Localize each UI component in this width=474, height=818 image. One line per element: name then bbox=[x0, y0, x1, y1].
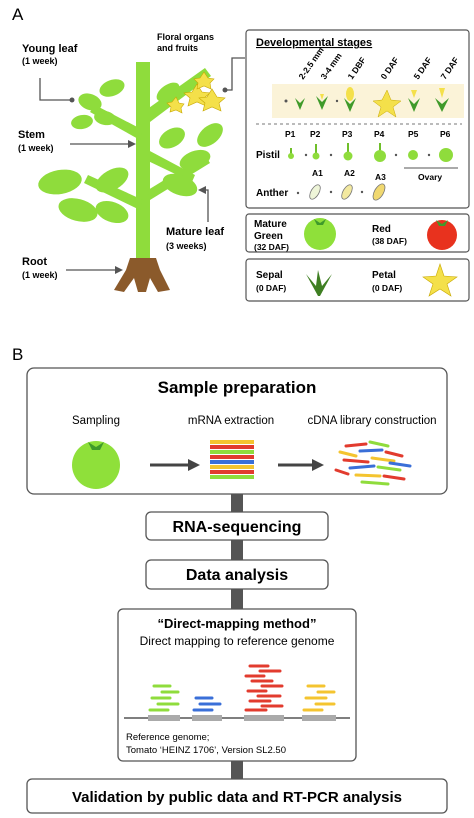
petal-image bbox=[422, 263, 458, 297]
mapping-illustration bbox=[124, 664, 350, 721]
rna-sequencing-box bbox=[145, 511, 329, 541]
pistil-p1: P1 bbox=[285, 129, 296, 139]
validation-box bbox=[26, 778, 448, 814]
bud-stage-images bbox=[284, 87, 449, 118]
rna-sequencing-label: RNA-sequencing bbox=[173, 519, 302, 536]
pistil-images bbox=[288, 143, 453, 162]
floral-connector bbox=[225, 57, 245, 91]
pistil-p4: P4 bbox=[374, 129, 385, 139]
petal-age-label: (0 DAF) bbox=[372, 283, 402, 293]
direct-mapping-box bbox=[117, 608, 357, 762]
plant-illustration bbox=[38, 62, 226, 292]
arrow-1 bbox=[150, 459, 200, 471]
fruits-box bbox=[245, 213, 470, 253]
label-root: Root bbox=[22, 256, 47, 268]
anther-a2: A2 bbox=[344, 168, 355, 178]
step-cdna-library: cDNA library construction bbox=[307, 415, 436, 427]
petal-label: Petal bbox=[372, 270, 396, 281]
step-sampling: Sampling bbox=[72, 415, 120, 427]
red-tomato-image bbox=[427, 220, 457, 250]
mrna-bands-image bbox=[210, 440, 254, 479]
panel-b-letter: B bbox=[12, 345, 23, 364]
label-stem: Stem bbox=[18, 129, 45, 141]
reference-genome-line1: Reference genome; bbox=[126, 732, 209, 743]
developmental-stages-box bbox=[245, 29, 470, 209]
label-root-age: (1 week) bbox=[22, 270, 58, 280]
anther-stage-labels: A1 A2 A3 bbox=[312, 168, 386, 182]
young-leaf-connector bbox=[39, 78, 70, 101]
red-label-1: Red bbox=[372, 224, 391, 235]
anther-a1: A1 bbox=[312, 168, 323, 178]
mature-leaf bbox=[38, 123, 223, 224]
pistil-p6: P6 bbox=[440, 129, 451, 139]
panel-a-letter: A bbox=[12, 5, 24, 24]
data-analysis-label: Data analysis bbox=[186, 567, 288, 584]
mature-leaf-connector bbox=[205, 189, 209, 222]
label-mature-leaf: Mature leaf bbox=[166, 226, 224, 238]
sepal-age-label: (0 DAF) bbox=[256, 283, 286, 293]
anther-label: Anther bbox=[256, 188, 288, 199]
flower-cluster bbox=[166, 71, 226, 114]
green-tomato-image bbox=[304, 218, 336, 250]
label-and-fruits: and fruits bbox=[157, 43, 198, 53]
step-mrna-extraction: mRNA extraction bbox=[188, 415, 274, 427]
pistil-p3: P3 bbox=[342, 129, 353, 139]
red-label-2: (38 DAF) bbox=[372, 236, 407, 246]
label-floral-organs: Floral organs bbox=[157, 32, 214, 42]
anther-a3: A3 bbox=[375, 172, 386, 182]
pistil-stage-labels: P1 P2 P3 P4 P5 P6 bbox=[285, 129, 451, 139]
direct-mapping-title: “Direct-mapping method” bbox=[158, 616, 317, 631]
mature-green-label-1: Mature bbox=[254, 219, 287, 230]
pistil-p5: P5 bbox=[408, 129, 419, 139]
sample-preparation-title: Sample preparation bbox=[158, 378, 317, 397]
root-system bbox=[114, 258, 170, 292]
connector-3 bbox=[231, 589, 243, 609]
young-leaf bbox=[71, 79, 180, 130]
sampling-tomato-image bbox=[72, 441, 120, 489]
root-arrowhead bbox=[115, 266, 123, 274]
young-leaf-connector-dot bbox=[69, 97, 75, 103]
sepal-image bbox=[306, 270, 332, 296]
connector-4 bbox=[231, 761, 243, 779]
cdna-fragments-image bbox=[334, 440, 412, 486]
bud-stage-band bbox=[272, 84, 464, 118]
direct-mapping-subtitle: Direct mapping to reference genome bbox=[140, 634, 335, 648]
arrow-2 bbox=[278, 459, 324, 471]
sample-preparation-box bbox=[26, 367, 448, 495]
mature-leaf-arrowhead bbox=[198, 186, 206, 194]
connector-2 bbox=[231, 540, 243, 560]
connector-1 bbox=[231, 494, 243, 512]
reference-genome-line2: Tomato ‘HEINZ 1706’, Version SL2.50 bbox=[126, 745, 286, 756]
developmental-stages-title: Developmental stages bbox=[256, 37, 372, 49]
pistil-label: Pistil bbox=[256, 150, 280, 161]
ovary-label: Ovary bbox=[418, 172, 442, 182]
mature-green-label-2: Green bbox=[254, 231, 283, 242]
anther-images bbox=[296, 183, 386, 201]
label-young-leaf-age: (1 week) bbox=[22, 56, 58, 66]
validation-label: Validation by public data and RT-PCR ana… bbox=[72, 789, 402, 806]
sepal-petal-box bbox=[245, 258, 470, 302]
label-young-leaf: Young leaf bbox=[22, 43, 78, 55]
data-analysis-box bbox=[145, 559, 329, 590]
pistil-p2: P2 bbox=[310, 129, 321, 139]
floral-connector-dot bbox=[222, 87, 228, 93]
stem-arrowhead bbox=[128, 140, 136, 148]
label-stem-age: (1 week) bbox=[18, 143, 54, 153]
sepal-label: Sepal bbox=[256, 270, 283, 281]
label-mature-leaf-age: (3 weeks) bbox=[166, 241, 207, 251]
mature-green-label-3: (32 DAF) bbox=[254, 242, 289, 252]
